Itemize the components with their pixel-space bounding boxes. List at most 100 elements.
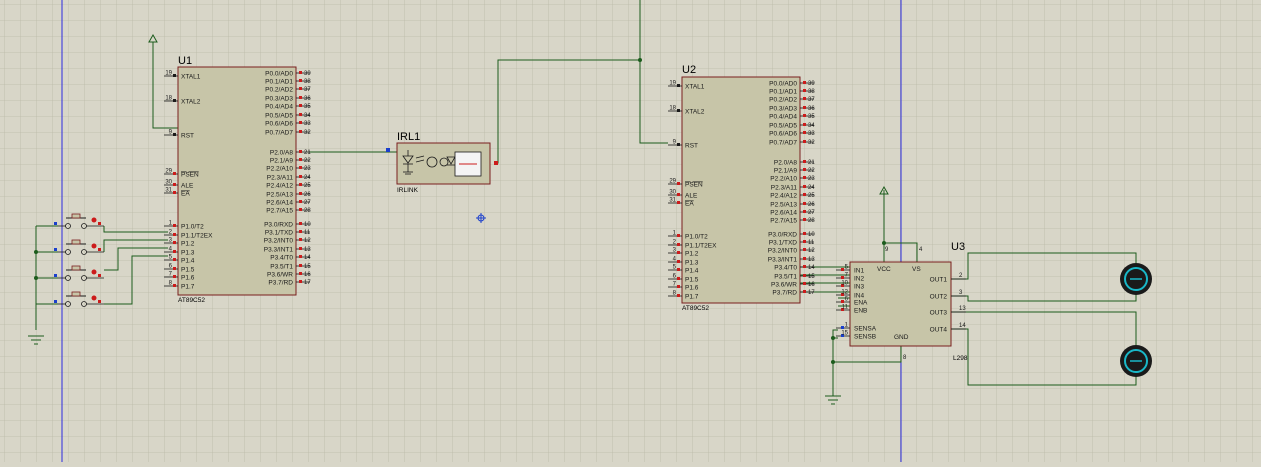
- u1-pin-marker: [299, 113, 302, 116]
- u2-pin-num: 14: [808, 265, 815, 271]
- push-button[interactable]: [54, 265, 104, 281]
- u1-pin-num: 12: [304, 238, 311, 244]
- u2-pin-name: P2.7/A15: [770, 218, 797, 225]
- u2-pin-marker: [803, 248, 806, 251]
- u2-pin-num: 4: [673, 257, 677, 263]
- u2-pin-name: P0.1/AD1: [769, 89, 797, 96]
- u1-pin-marker: [299, 121, 302, 124]
- u2-pin-name: P3.2/INT0: [768, 248, 798, 255]
- motor-icon[interactable]: [1120, 263, 1152, 295]
- u2-pin-name: RST: [685, 143, 698, 150]
- u1-pin-name: P2.7/A15: [266, 208, 293, 215]
- u2-pin-name: P0.4/AD4: [769, 114, 797, 121]
- u2-pin-num: 8: [673, 291, 677, 297]
- u1-pin-name: P0.3/AD3: [265, 96, 293, 103]
- u2-pin-num: 24: [808, 185, 815, 191]
- u2-pin-num: 22: [808, 168, 815, 174]
- push-button-pin-marker: [54, 248, 57, 251]
- u1-pin-num: 31: [165, 188, 172, 194]
- push-button-indicator: [91, 269, 97, 275]
- u1-pin-num: 6: [169, 264, 173, 270]
- u2-pin-marker: [677, 294, 680, 297]
- u3-pin-num: 6: [845, 297, 849, 303]
- u2-pin-name: P0.6/AD6: [769, 131, 797, 138]
- u1-pin-num: 34: [304, 113, 311, 119]
- u1-pin-name: P0.1/AD1: [265, 79, 293, 86]
- u3-pin-num: 3: [959, 290, 963, 296]
- u1-pin-name: P0.4/AD4: [265, 104, 293, 111]
- u2-pin-marker: [803, 282, 806, 285]
- irlink-out-pin: [494, 161, 498, 165]
- u2-pin-name: P3.5/T1: [774, 274, 797, 281]
- u3-pin-marker: [841, 308, 844, 311]
- u1-pin-name: P3.4/T0: [270, 255, 293, 262]
- u2-pin-num: 25: [808, 193, 815, 199]
- u2-pin-num: 11: [808, 240, 815, 246]
- u1-pin-num: 10: [304, 222, 311, 228]
- u1-pin-name: ALE: [181, 183, 194, 190]
- u2-pin-marker: [677, 201, 680, 204]
- u2-pin-marker: [803, 131, 806, 134]
- u1-pin-num: 11: [304, 230, 311, 236]
- u2-pin-num: 32: [808, 140, 815, 146]
- u1-pin-num: 23: [304, 166, 311, 172]
- u2-pin-marker: [677, 193, 680, 196]
- u1-pin-num: 8: [169, 281, 173, 287]
- u2-pin-num: 16: [808, 282, 815, 288]
- u3-pin-num: 11: [842, 305, 849, 311]
- u2-pin-num: 3: [673, 248, 677, 254]
- u1-pin-num: 21: [304, 150, 311, 156]
- motor-icon[interactable]: [1120, 345, 1152, 377]
- u1-pin-name: P0.6/AD6: [265, 121, 293, 128]
- u1-pin-marker: [299, 238, 302, 241]
- u1-pin-name: XTAL1: [181, 74, 201, 81]
- push-buttons[interactable]: [54, 213, 104, 307]
- u2-pin-name: P1.7: [685, 294, 699, 301]
- u2-pin-marker: [803, 210, 806, 213]
- push-button[interactable]: [54, 239, 104, 255]
- u1-pin-num: 5: [169, 255, 173, 261]
- u2-pin-marker: [677, 143, 680, 146]
- push-button[interactable]: [54, 213, 104, 229]
- u2-pin-num: 30: [669, 190, 676, 196]
- u3-pin-vs-num: 4: [919, 247, 923, 253]
- push-button-indicator: [91, 295, 97, 301]
- push-button-cap: [71, 213, 81, 219]
- u2-pin-num: 7: [673, 282, 677, 288]
- u1-pin-marker: [299, 255, 302, 258]
- chip-u2-right-pins: 39P0.0/AD038P0.1/AD137P0.2/AD236P0.3/AD3…: [768, 81, 816, 297]
- u1-pin-num: 14: [304, 255, 311, 261]
- push-button-pin-marker: [98, 300, 101, 303]
- u2-pin-name: P3.0/RXD: [768, 232, 797, 239]
- u1-pin-name: P0.5/AD5: [265, 113, 293, 120]
- ir-led-icon: [402, 150, 425, 175]
- u2-pin-marker: [803, 168, 806, 171]
- u1-pin-marker: [173, 191, 176, 194]
- u2-pin-num: 18: [669, 106, 676, 112]
- u3-pin-marker: [841, 284, 844, 287]
- chip-u3-body: [849, 261, 952, 347]
- u2-pin-name: P0.0/AD0: [769, 81, 797, 88]
- u1-pin-marker: [173, 74, 176, 77]
- push-button[interactable]: [54, 291, 104, 307]
- u3-pin-name: OUT4: [930, 327, 948, 334]
- push-button-contact: [65, 223, 71, 229]
- u2-pin-name: P2.4/A12: [770, 193, 797, 200]
- u1-pin-name: P2.1/A9: [270, 158, 294, 165]
- u1-pin-num: 22: [304, 158, 311, 164]
- irlink-irl1[interactable]: IRL1 IRLINK: [386, 131, 498, 194]
- u1-pin-name: P1.7: [181, 284, 195, 291]
- power-icon: [148, 33, 158, 43]
- u2-pin-num: 35: [808, 114, 815, 120]
- u1-pin-num: 32: [304, 130, 311, 136]
- power-icon: [879, 185, 889, 195]
- u1-pin-name: P3.6/WR: [267, 272, 293, 279]
- u1-pin-name: P1.6: [181, 275, 195, 282]
- push-button-indicator: [91, 243, 97, 249]
